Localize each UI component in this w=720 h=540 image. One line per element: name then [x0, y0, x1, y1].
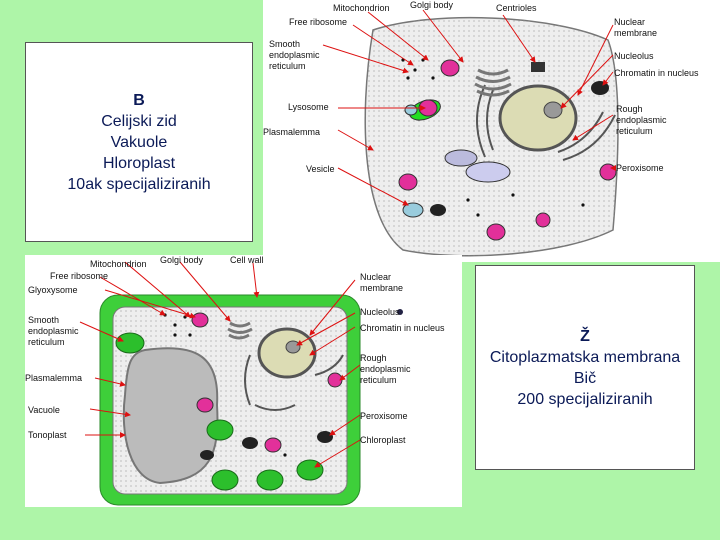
animal-label-free-ribosome: Free ribosome: [289, 17, 347, 27]
plant-label-smooth-er-2: endoplasmic: [28, 326, 79, 336]
plant-cell-summary-box: B Celijski zid Vakuole Hloroplast 10ak s…: [25, 42, 253, 242]
box-z-line-3: 200 specijaliziranih: [517, 390, 653, 408]
plant-vacuole: [122, 347, 219, 485]
animal-label-rough-er-2: endoplasmic: [616, 115, 667, 125]
animal-label-peroxisome: Peroxisome: [616, 163, 664, 173]
plant-label-rough-er-1: Rough: [360, 353, 387, 363]
animal-label-centrioles: Centrioles: [496, 3, 537, 13]
animal-label-smooth-er-3: reticulum: [269, 61, 306, 71]
plant-label-free-ribosome: Free ribosome: [50, 271, 108, 281]
plant-cell-diagram: Mitochondrion Golgi body Cell wall Free …: [25, 255, 462, 507]
animal-label-rough-er-3: reticulum: [616, 126, 653, 136]
animal-label-lysosome: Lysosome: [288, 102, 329, 112]
animal-label-nuclear-membrane-1: Nuclear: [614, 17, 645, 27]
plant-legend-dot: [397, 309, 403, 315]
animal-label-golgi: Golgi body: [410, 0, 454, 10]
animal-cell-diagram: Mitochondrion Golgi body Centrioles Free…: [263, 0, 720, 262]
plant-label-rough-er-2: endoplasmic: [360, 364, 411, 374]
box-b-line-3: Hloroplast: [102, 154, 176, 172]
plant-label-cell-wall: Cell wall: [230, 255, 264, 265]
plant-label-vacuole: Vacuole: [28, 405, 60, 415]
box-b-line-2: Vakuole: [110, 133, 168, 151]
plant-label-chloroplast: Chloroplast: [360, 435, 406, 445]
plant-label-tonoplast: Tonoplast: [28, 430, 67, 440]
box-b-line-1: Celijski zid: [101, 112, 177, 130]
box-z-line-1: Citoplazmatska membrana: [489, 348, 681, 366]
animal-label-smooth-er-1: Smooth: [269, 39, 300, 49]
plant-label-nuclear-membrane-2: membrane: [360, 283, 403, 293]
animal-nucleolus: [543, 101, 563, 119]
plant-label-nucleolus: Nucleolus: [360, 307, 400, 317]
animal-label-plasmalemma: Plasmalemma: [263, 127, 320, 137]
plant-label-rough-er-3: reticulum: [360, 375, 397, 385]
plant-label-mitochondrion: Mitochondrion: [90, 259, 147, 269]
plant-label-glyoxysome: Glyoxysome: [28, 285, 78, 295]
plant-label-plasmalemma: Plasmalemma: [25, 373, 82, 383]
plant-cell-svg: Mitochondrion Golgi body Cell wall Free …: [25, 255, 445, 506]
animal-label-vesicle: Vesicle: [306, 164, 335, 174]
animal-label-mitochondrion: Mitochondrion: [333, 3, 390, 13]
plant-label-smooth-er-3: reticulum: [28, 337, 65, 347]
animal-cell-svg: Mitochondrion Golgi body Centrioles Free…: [263, 0, 699, 257]
box-b-line-4: 10ak specijaliziranih: [67, 175, 211, 193]
animal-cell-summary-box: Ž Citoplazmatska membrana Bič 200 specij…: [475, 265, 695, 470]
plant-nucleus: [257, 327, 317, 379]
box-z-title: Ž: [580, 327, 590, 345]
animal-label-chromatin: Chromatin in nucleus: [614, 68, 699, 78]
box-b-title: B: [133, 91, 145, 109]
plant-label-golgi: Golgi body: [160, 255, 204, 265]
box-z-line-2: Bič: [573, 369, 597, 387]
animal-label-nucleolus: Nucleolus: [614, 51, 654, 61]
animal-label-nuclear-membrane-2: membrane: [614, 28, 657, 38]
animal-label-rough-er-1: Rough: [616, 104, 643, 114]
plant-label-chromatin: Chromatin in nucleus: [360, 323, 445, 333]
plant-label-smooth-er-1: Smooth: [28, 315, 59, 325]
plant-label-nuclear-membrane-1: Nuclear: [360, 272, 391, 282]
animal-nucleus: [498, 84, 578, 152]
plant-label-peroxisome: Peroxisome: [360, 411, 408, 421]
animal-label-smooth-er-2: endoplasmic: [269, 50, 320, 60]
